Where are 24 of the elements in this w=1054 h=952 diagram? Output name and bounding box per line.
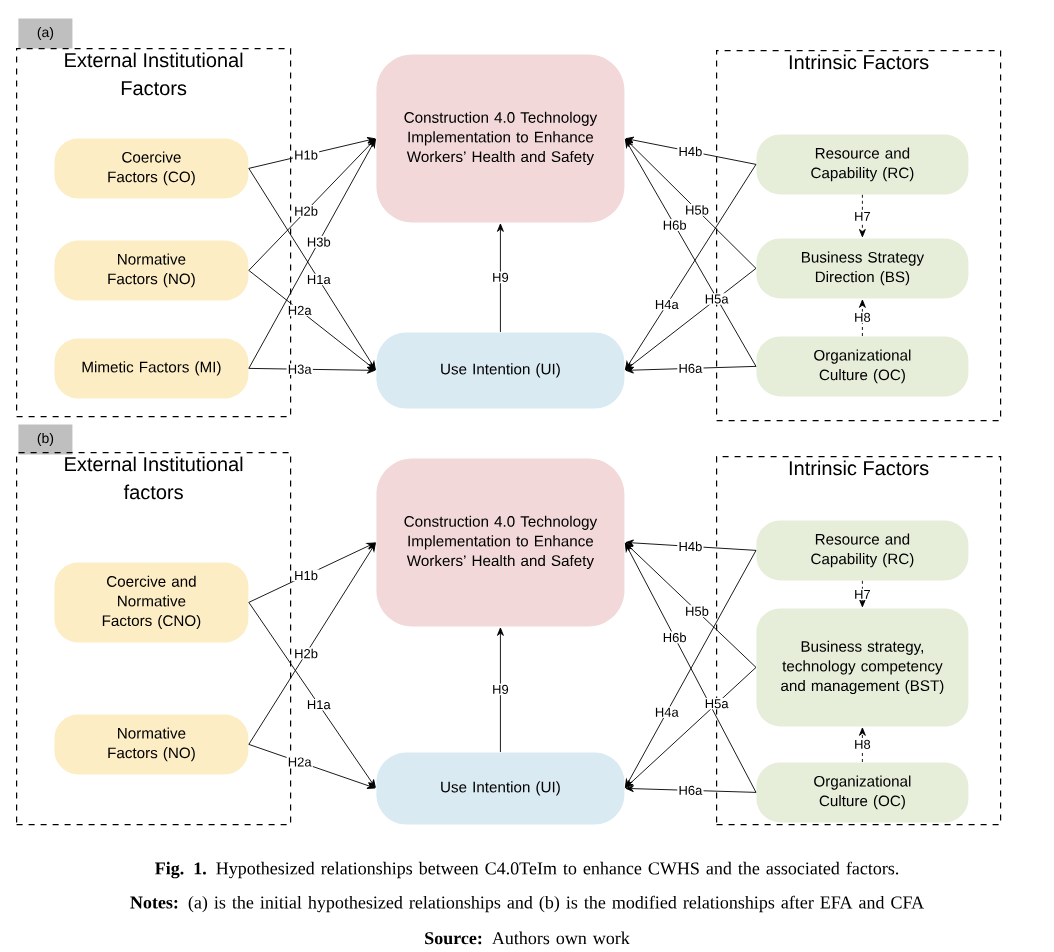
arrow <box>248 542 376 603</box>
note-text: Notes: (a) is the initial hypothesized relationships and (b) is the modified relationships after EFA and CFA <box>130 895 924 913</box>
arrow <box>858 194 866 238</box>
arrow <box>625 539 757 551</box>
arrow <box>625 138 757 269</box>
arrow <box>625 785 757 793</box>
arrow <box>248 743 376 789</box>
arrow <box>497 223 504 333</box>
arrow <box>625 542 757 668</box>
arrow <box>858 727 866 763</box>
caption: Fig. 1. Hypothesized relationships between C4.0TeIm to enhance CWHS and the associated factors. <box>155 861 899 879</box>
arrow <box>497 627 504 753</box>
arrow <box>248 138 376 271</box>
arrow <box>248 269 376 371</box>
arrow <box>248 366 376 374</box>
arrow <box>625 365 757 374</box>
note-text: Source: Authors own work <box>425 931 630 945</box>
arrow <box>858 299 866 337</box>
arrow <box>625 666 757 788</box>
arrow <box>248 137 376 169</box>
arrow <box>625 267 757 371</box>
arrow <box>248 601 376 788</box>
arrow <box>248 542 376 745</box>
arrow <box>858 580 866 608</box>
